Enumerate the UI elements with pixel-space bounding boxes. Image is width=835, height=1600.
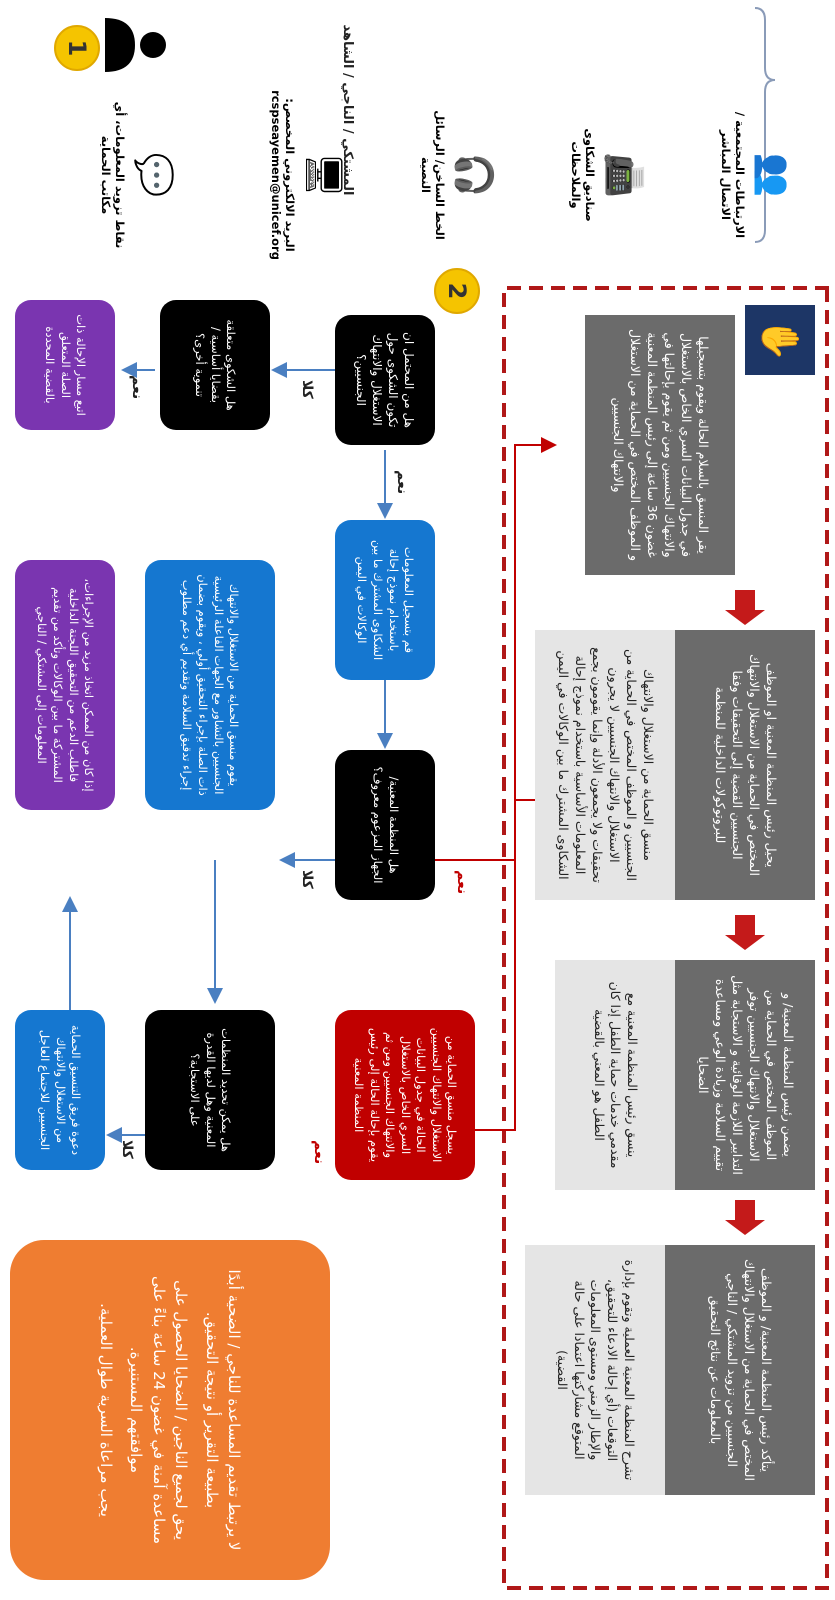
- record-info-box: قم بتسجيل المعلومات باستخدام نموذج إحالة…: [335, 520, 435, 680]
- stage-d-body: تشرح المنظمة المعنية العملية وتقوم بإدار…: [525, 1245, 665, 1495]
- stage-d-head: يتأكد رئيس المنظمة المعنية/ و الموظف الم…: [665, 1245, 815, 1495]
- answer-no: كلا: [299, 870, 315, 889]
- question-capacity: هل يمكن تحديد المنظمات المعنية وهل لديها…: [145, 1010, 275, 1170]
- stage-arrow-1: [725, 590, 765, 625]
- computer-icon: 🖥: [303, 152, 344, 198]
- fax-icon: 📠: [603, 152, 644, 198]
- channel-item: 📠 صناديق الشكاوى والملاحظات: [569, 128, 644, 222]
- agency-flow-frame: [502, 286, 829, 1590]
- principle-text: لا يرتبط تقديم المساعدة للناجي / الضحية …: [203, 1269, 244, 1551]
- headset-icon: 🎧: [453, 152, 494, 198]
- step2-badge: 2: [434, 268, 480, 314]
- channels-list: 💬 نقاط تزويد المعلومات، أي مكاتب الحماية…: [25, 90, 815, 260]
- coordinator-box: يقوم منسق الحماية من الاستغلال والانتهاك…: [145, 560, 275, 810]
- other-referral-path: اتبع مسار الإحالة ذات الصلة المتعلق بالق…: [15, 300, 115, 430]
- stage-a: يقر المنسق بالسلام الحالة ويقوم بتسجيلها…: [585, 315, 735, 575]
- step1-badge: 1: [54, 25, 100, 71]
- red-referral-box: يسجل منسق الحماية من الاستغلال والانتهاك…: [335, 1010, 475, 1180]
- arrow-agency-yes: [435, 437, 557, 861]
- channel-item: 🖥 البريد الالكتروني المخصص: rcspseayemen…: [269, 90, 344, 260]
- people-icon: 👥: [753, 152, 794, 198]
- answer-no: كلا: [299, 380, 315, 399]
- if-needed-box: إذا كان من الممكن اتخاذ مزيد من الإجراءا…: [15, 560, 115, 810]
- channel-item: 👥 الارتباطات المجتمعية / الاتصال المباشر: [719, 111, 794, 239]
- question-other-issue: هل الشكوى متعلقة بقضايا أساسية / تنموية …: [160, 300, 270, 430]
- chat-bubbles-icon: 💬: [133, 152, 174, 198]
- stage-arrow-2: [725, 915, 765, 950]
- stage-arrow-3: [725, 1200, 765, 1235]
- channels-brace: [754, 7, 776, 243]
- principle-text: يحق لجميع الناجين / الضحايا الحصول على م…: [127, 1275, 191, 1545]
- taskforce-box: دعوة فريق التنسيق الحماية من الاستغلال و…: [15, 1010, 105, 1170]
- answer-yes: نعم: [311, 1140, 327, 1165]
- stage-b-body: منسق الحماية من الاستغلال والانتهاك الجن…: [535, 630, 675, 900]
- principle-text: يجب مراعاة السرية طوال العملية.: [97, 1303, 115, 1517]
- person-speaking-icon: [105, 10, 175, 80]
- answer-yes: نعم: [454, 870, 470, 895]
- channel-item: 🎧 الخط الساخن/ الرسائل النصية: [419, 110, 494, 240]
- stage-c-head: يضمن رئيس المنظمة المعنية/ و الموظف المخ…: [675, 960, 815, 1190]
- principles-box: لا يرتبط تقديم المساعدة للناجي / الضحية …: [10, 1240, 330, 1580]
- stage-c-body: ينسق رئيس المنظمة المعنية مع مقدمي خدمات…: [555, 960, 675, 1190]
- channel-item: 💬 نقاط تزويد المعلومات، أي مكاتب الحماية: [99, 101, 174, 249]
- answer-no: كلا: [119, 1140, 135, 1159]
- arrow-redbox-up: [475, 792, 557, 1131]
- question-sea: هل من المحتمل ان تكون الشكوى حول الاستغل…: [335, 315, 435, 445]
- answer-yes: نعم: [394, 470, 410, 495]
- answer-yes: نعم: [129, 375, 145, 400]
- raised-hand-icon: ✋: [745, 305, 815, 375]
- stage-b-head: يحيل رئيس المنظمة المعنية او الموظف المخ…: [675, 630, 815, 900]
- question-agency-known: هل المنظمة المعنية/ الجهاز المزعوم معروف…: [335, 750, 435, 900]
